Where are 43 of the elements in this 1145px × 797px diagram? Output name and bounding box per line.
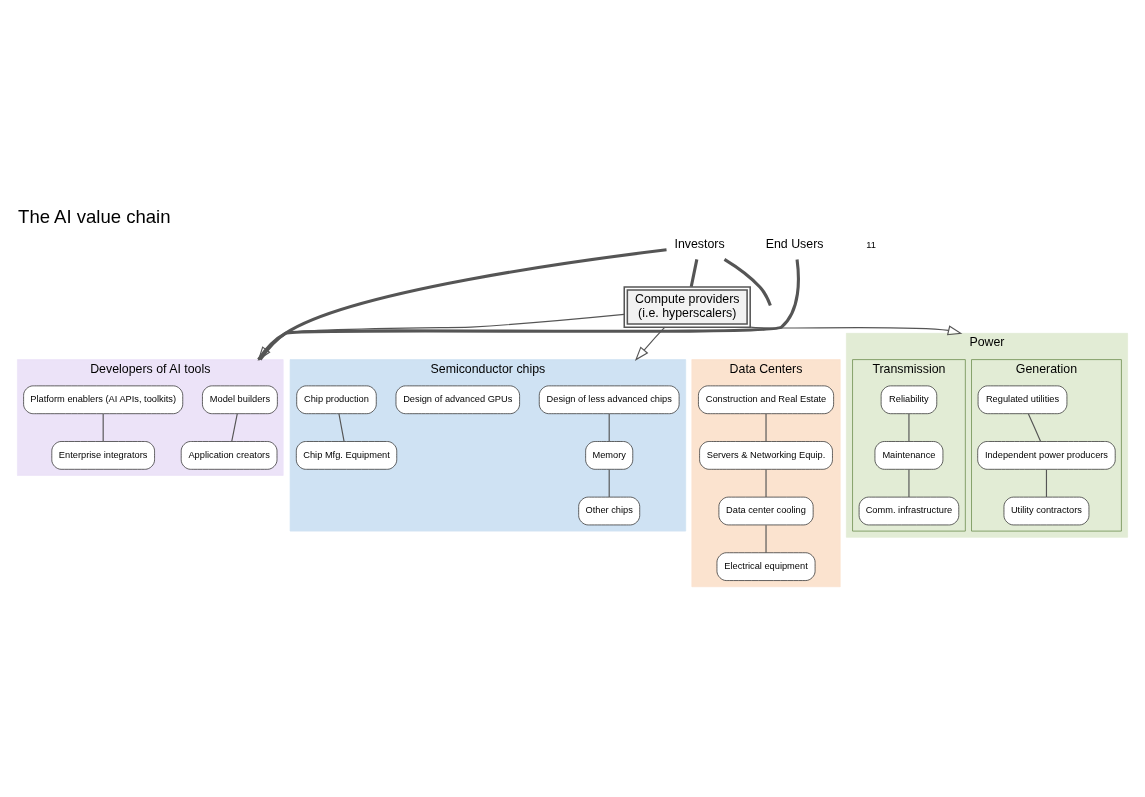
node-box: Enterprise integrators <box>51 440 155 470</box>
node-box: Platform enablers (AI APIs, toolkits) <box>23 385 184 414</box>
connector <box>338 412 345 442</box>
node-box: Independent power producers <box>977 440 1116 470</box>
node-box: Reliability <box>880 385 938 414</box>
connector <box>258 247 667 360</box>
connector <box>231 412 238 442</box>
node-box: Electrical equipment <box>716 551 816 581</box>
arrow <box>634 326 666 361</box>
arrow <box>749 324 963 335</box>
node-box: Chip Mfg. Equipment <box>295 440 398 470</box>
connector <box>908 412 910 442</box>
node-box: Design of less advanced chips <box>538 385 680 414</box>
node-box: Servers & Networking Equip. <box>699 440 833 470</box>
connector <box>1045 468 1048 498</box>
node-box: Maintenance <box>874 440 944 470</box>
connector <box>765 412 767 442</box>
node-box: Comm. infrastructure <box>858 496 960 525</box>
node-text: Investors <box>674 236 725 251</box>
connector <box>765 524 767 553</box>
connector <box>765 468 767 498</box>
arrow <box>257 313 625 361</box>
node-box: Design of advanced GPUs <box>395 385 520 414</box>
connector <box>689 258 699 287</box>
diagram-title: The AI value chain <box>18 205 171 227</box>
connector <box>1027 412 1042 442</box>
connector <box>908 468 910 498</box>
node-box: Model builders <box>202 385 278 414</box>
connector <box>723 257 772 306</box>
connector <box>608 412 610 442</box>
node-box: Memory <box>585 440 634 470</box>
label: 11 <box>866 239 876 250</box>
node-box: Utility contractors <box>1003 496 1090 525</box>
node-text: End Users <box>765 236 824 251</box>
node-box: Construction and Real Estate <box>698 385 834 414</box>
node-box: Chip production <box>296 385 377 414</box>
node-box: Other chips <box>578 496 641 525</box>
node-box: Regulated utilities <box>977 385 1068 414</box>
connector <box>257 258 800 360</box>
node-box: Data center cooling <box>718 496 814 525</box>
connector <box>608 468 610 498</box>
connector <box>102 412 104 442</box>
node-box: Application creators <box>180 440 278 470</box>
